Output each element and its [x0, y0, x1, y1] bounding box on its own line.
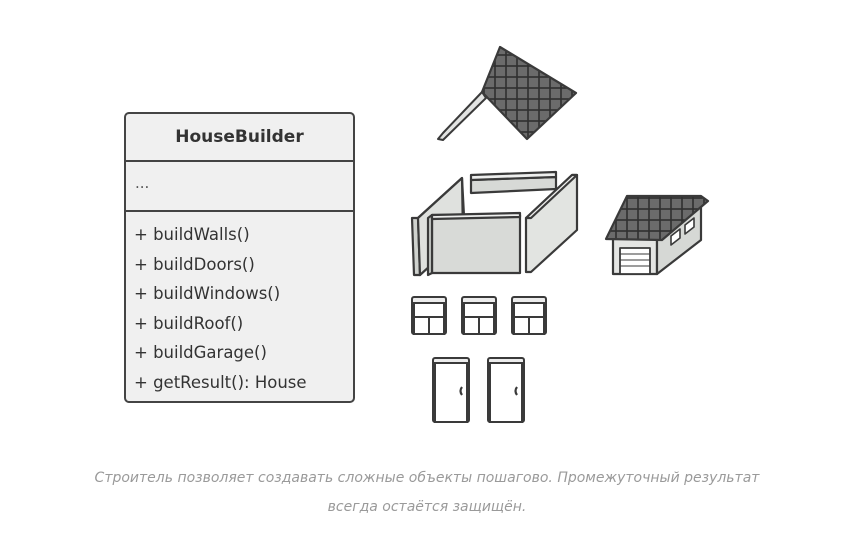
window-icon	[511, 296, 547, 335]
caption-line-2: всегда остаётся защищён.	[327, 499, 527, 515]
uml-methods: + buildWalls() + buildDoors() + buildWin…	[126, 212, 353, 398]
uml-method-build-windows: + buildWindows()	[134, 284, 281, 304]
window-icon	[411, 296, 447, 335]
uml-fields: ...	[126, 162, 353, 212]
window-icon	[461, 296, 497, 335]
door-icon	[487, 357, 525, 423]
uml-class-name: HouseBuilder	[126, 114, 353, 162]
figure-caption: Строитель позволяет создавать сложные об…	[0, 464, 854, 522]
garage-icon	[604, 194, 710, 276]
uml-class-box: HouseBuilder ... + buildWalls() + buildD…	[124, 112, 355, 403]
door-icon	[432, 357, 470, 423]
uml-method-build-garage: + buildGarage()	[134, 343, 267, 363]
uml-method-get-result: + getResult(): House	[134, 372, 307, 392]
roof-icon	[437, 45, 578, 141]
uml-method-build-roof: + buildRoof()	[134, 313, 244, 333]
uml-method-build-walls: + buildWalls()	[134, 225, 250, 244]
caption-line-1: Строитель позволяет создавать сложные об…	[94, 470, 760, 486]
walls-icon	[410, 170, 579, 277]
uml-method-build-doors: + buildDoors()	[134, 254, 255, 274]
